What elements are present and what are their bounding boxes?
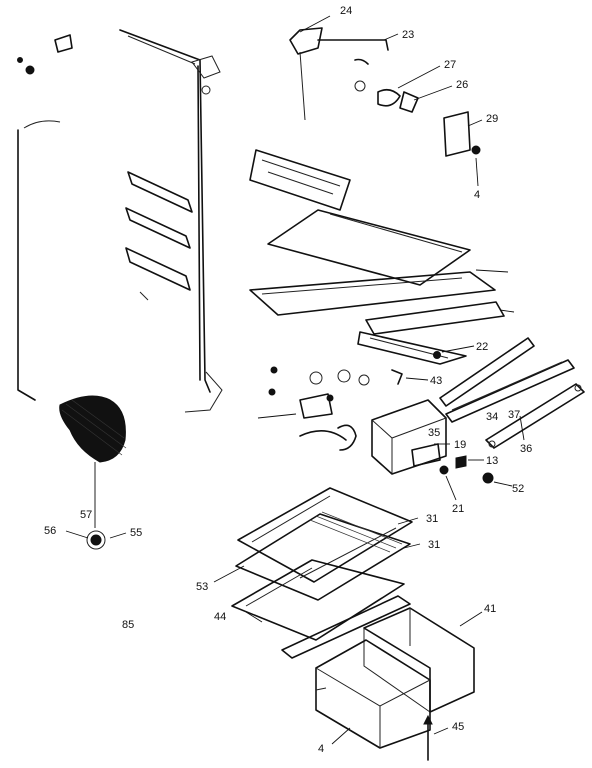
label-45: 45	[452, 721, 464, 733]
drain-fitting	[65, 530, 127, 550]
label-4-bottom: 4	[318, 743, 324, 755]
middle-shelf-assemblies	[249, 209, 515, 365]
part-labels: 24 23 27 26 29 4 22 35 34 37 36 19 13 21…	[44, 5, 532, 755]
label-56: 56	[44, 525, 56, 537]
label-35: 35	[428, 427, 440, 439]
label-26: 26	[456, 79, 468, 91]
label-31-lower: 31	[428, 539, 440, 551]
cabinet-side-wall	[17, 29, 223, 413]
label-85: 85	[122, 619, 134, 631]
left-wall-shelf-supports	[125, 171, 193, 301]
label-21: 21	[452, 503, 464, 515]
label-27: 27	[444, 59, 456, 71]
label-53: 53	[196, 581, 208, 593]
crisper-slide-rails	[439, 337, 585, 449]
crisper-drawers	[315, 607, 483, 749]
label-22: 22	[476, 341, 488, 353]
label-36: 36	[520, 443, 532, 455]
small-hardware-cluster	[257, 366, 429, 451]
control-housing-parts	[289, 15, 483, 187]
label-52: 52	[512, 483, 524, 495]
top-left-hinge-parts	[17, 34, 221, 95]
label-29: 29	[486, 113, 498, 125]
label-55: 55	[130, 527, 142, 539]
glass-shelves	[213, 487, 421, 659]
label-4-top: 4	[474, 189, 480, 201]
label-13: 13	[486, 455, 498, 467]
label-57: 57	[80, 509, 92, 521]
evaporator-coil	[59, 395, 127, 528]
upper-crisper-cover	[249, 149, 351, 211]
label-24: 24	[340, 5, 352, 17]
label-43: 43	[430, 375, 442, 387]
label-44: 44	[214, 611, 226, 623]
small-dot-22	[433, 345, 475, 359]
label-31-upper: 31	[426, 513, 438, 525]
label-41: 41	[484, 603, 496, 615]
label-34: 34	[486, 411, 498, 423]
label-23: 23	[402, 29, 414, 41]
label-37: 37	[508, 409, 520, 421]
screw-45	[423, 714, 449, 761]
label-19: 19	[454, 439, 466, 451]
crisper-slide-bracket	[371, 399, 513, 501]
